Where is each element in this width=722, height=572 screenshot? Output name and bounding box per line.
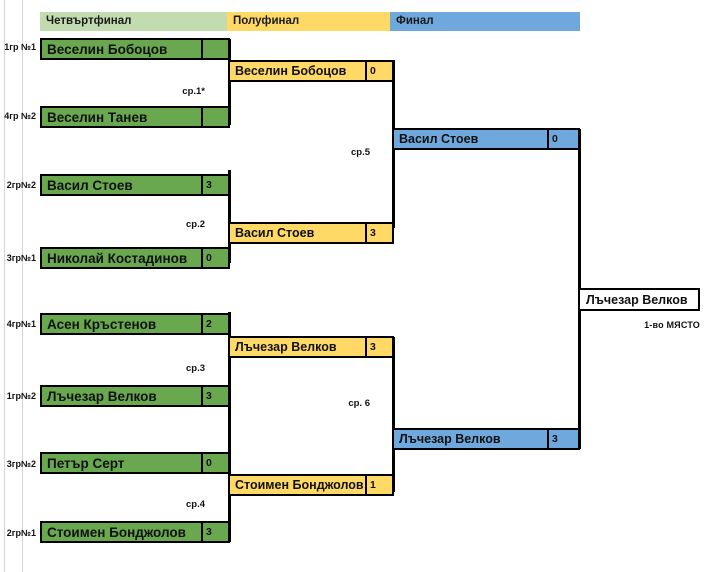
qf-slot-8-name: Стоимен Бонджолов bbox=[47, 524, 186, 540]
qf-slot-8-score: 3 bbox=[201, 523, 228, 541]
sf-slot-1-score: 0 bbox=[365, 62, 392, 80]
qf-slot-1-name: Веселин Бобоцов bbox=[47, 41, 168, 57]
sf-slot-3-name: Лъчезар Велков bbox=[235, 340, 337, 354]
qf-slot-1[interactable]: Веселин Бобоцов bbox=[40, 38, 230, 60]
champion-name: Лъчезар Велков bbox=[586, 292, 688, 307]
sf-slot-4[interactable]: Стоимен Бонджолов 1 bbox=[228, 474, 394, 496]
final-slot-1-name: Васил Стоев bbox=[399, 132, 479, 146]
champion-placement-label: 1-во МЯСТО bbox=[644, 320, 700, 330]
final-slot-1-score: 0 bbox=[547, 130, 578, 148]
sf-slot-4-score: 1 bbox=[365, 476, 392, 494]
sf-slot-3[interactable]: Лъчезар Велков 3 bbox=[228, 336, 394, 358]
sf-slot-4-name: Стоимен Бонджолов bbox=[235, 478, 364, 492]
qf-slot-3-name: Васил Стоев bbox=[47, 177, 133, 193]
qf-slot-4-name: Николай Костадинов bbox=[47, 250, 188, 266]
final-slot-2-score: 3 bbox=[547, 430, 578, 448]
match-label-5: ср.5 bbox=[350, 147, 370, 158]
match-label-4: ср.4 bbox=[185, 499, 205, 510]
qf-slot-7[interactable]: Петър Серт 0 bbox=[40, 452, 230, 474]
qf-slot-7-name: Петър Серт bbox=[47, 455, 125, 471]
sf-slot-2-name: Васил Стоев bbox=[235, 226, 315, 240]
qf-slot-4[interactable]: Николай Костадинов 0 bbox=[40, 247, 230, 269]
qf-slot-7-score: 0 bbox=[201, 454, 228, 472]
sf-slot-1[interactable]: Веселин Бобоцов 0 bbox=[228, 60, 394, 82]
seed-label-qf-4: 3гр№1 bbox=[6, 253, 36, 263]
qf-slot-5[interactable]: Асен Кръстенов 2 bbox=[40, 313, 230, 335]
match-label-2: ср.2 bbox=[185, 219, 205, 230]
round-header-semifinal-label: Полуфинал bbox=[233, 15, 300, 27]
match-label-3: ср.3 bbox=[185, 363, 205, 374]
final-slot-1[interactable]: Васил Стоев 0 bbox=[392, 128, 580, 150]
round-header-quarterfinal: Четвъртфинал bbox=[40, 12, 227, 31]
guide-line-outer bbox=[4, 0, 5, 572]
qf-slot-4-score: 0 bbox=[201, 249, 228, 267]
connector-qf2-vertical bbox=[228, 170, 231, 263]
seed-label-qf-6: 1гр№2 bbox=[6, 391, 36, 401]
qf-slot-5-score: 2 bbox=[201, 315, 228, 333]
round-header-final: Финал bbox=[390, 12, 580, 31]
qf-slot-2[interactable]: Веселин Танев bbox=[40, 106, 230, 128]
qf-slot-8[interactable]: Стоимен Бонджолов 3 bbox=[40, 521, 230, 543]
connector-sf2-vertical bbox=[392, 337, 395, 492]
seed-label-qf-3: 2гр№2 bbox=[6, 180, 36, 190]
sf-slot-3-score: 3 bbox=[365, 338, 392, 356]
qf-slot-2-name: Веселин Танев bbox=[47, 109, 148, 125]
qf-slot-3-score: 3 bbox=[201, 176, 228, 194]
qf-slot-1-score bbox=[201, 40, 228, 58]
match-label-6: ср. 6 bbox=[348, 398, 370, 409]
qf-slot-6-name: Лъчезар Велков bbox=[47, 388, 157, 404]
guide-line-inner bbox=[22, 0, 23, 572]
seed-label-qf-1: 1гр №1 bbox=[4, 42, 36, 52]
seed-label-qf-7: 3гр№2 bbox=[6, 459, 36, 469]
qf-slot-5-name: Асен Кръстенов bbox=[47, 316, 157, 332]
round-header-final-label: Финал bbox=[396, 15, 434, 27]
qf-slot-6-score: 3 bbox=[201, 387, 228, 405]
round-header-quarterfinal-label: Четвъртфинал bbox=[46, 15, 132, 27]
final-slot-2-name: Лъчезар Велков bbox=[399, 432, 501, 446]
sf-slot-1-name: Веселин Бобоцов bbox=[235, 64, 347, 78]
sf-slot-2[interactable]: Васил Стоев 3 bbox=[228, 222, 394, 244]
round-header-semifinal: Полуфинал bbox=[227, 12, 390, 31]
final-slot-2[interactable]: Лъчезар Велков 3 bbox=[392, 428, 580, 450]
seed-label-qf-8: 2гр№1 bbox=[6, 528, 36, 538]
qf-slot-3[interactable]: Васил Стоев 3 bbox=[40, 174, 230, 196]
connector-qf1-vertical bbox=[228, 39, 231, 125]
seed-label-qf-5: 4гр№1 bbox=[6, 319, 36, 329]
champion-slot[interactable]: Лъчезар Велков bbox=[578, 288, 700, 311]
qf-slot-2-score bbox=[201, 108, 228, 126]
sf-slot-2-score: 3 bbox=[365, 224, 392, 242]
qf-slot-6[interactable]: Лъчезар Велков 3 bbox=[40, 385, 230, 407]
seed-label-qf-2: 4гр №2 bbox=[4, 111, 36, 121]
match-label-1: ср.1* bbox=[182, 86, 205, 97]
